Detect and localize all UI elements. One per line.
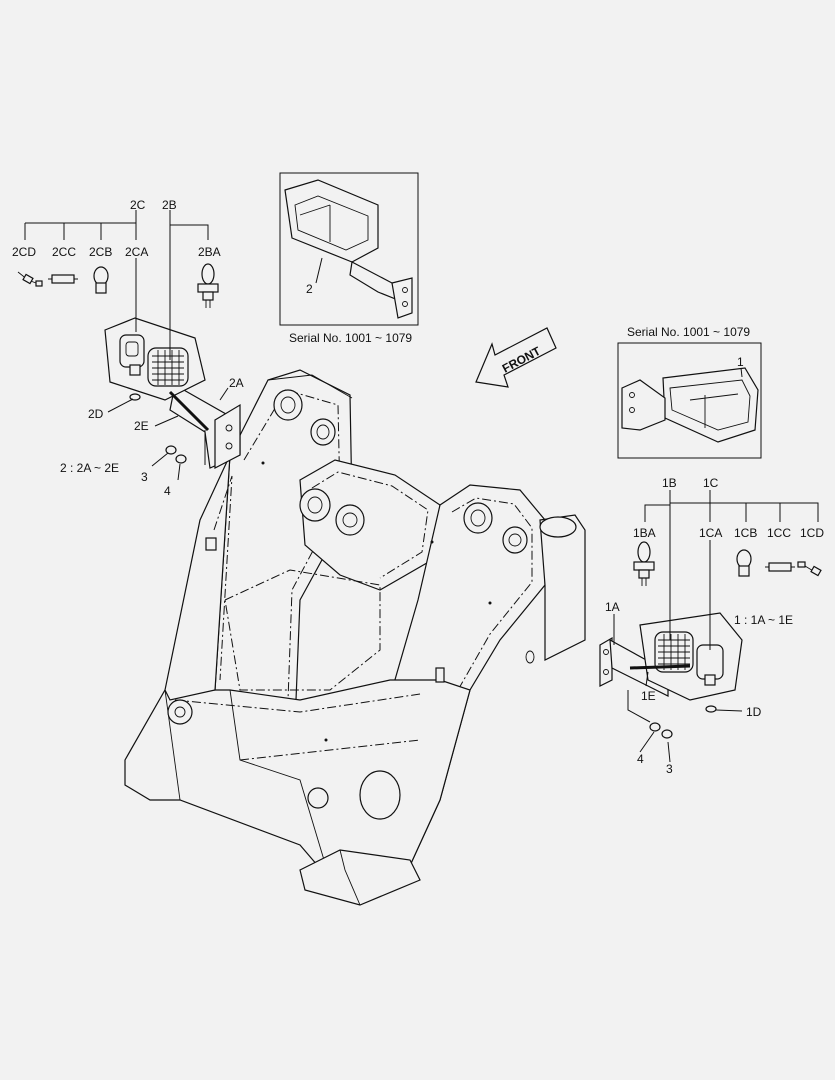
- callout-2cc: 2CC: [52, 245, 76, 259]
- callout-1c: 1C: [703, 476, 719, 490]
- right-group-note: 1 : 1A ~ 1E: [734, 613, 793, 627]
- serial-note-right: Serial No. 1001 ~ 1079: [627, 325, 750, 339]
- callout-2-inset: 2: [306, 282, 313, 296]
- left-leader-lines: [24, 210, 229, 481]
- left-work-lamp-assembly: [104, 317, 241, 469]
- callout-4-left: 4: [164, 484, 171, 498]
- callout-4-right: 4: [637, 752, 644, 766]
- left-bulb-kit: [17, 263, 219, 308]
- callout-1cd: 1CD: [800, 526, 824, 540]
- callout-2cd: 2CD: [12, 245, 36, 259]
- callout-1cc: 1CC: [767, 526, 791, 540]
- festoon-bulb-1cc-icon: [765, 562, 795, 572]
- callout-2ca: 2CA: [125, 245, 148, 259]
- connector-2cd-icon: [17, 271, 43, 287]
- callout-2c: 2C: [130, 198, 146, 212]
- front-direction-arrow: FRONT: [475, 327, 557, 388]
- callout-1-inset: 1: [737, 355, 744, 369]
- callout-2b: 2B: [162, 198, 177, 212]
- right-work-lamp-assembly: [599, 612, 743, 739]
- callout-2e: 2E: [134, 419, 149, 433]
- callout-1a: 1A: [605, 600, 620, 614]
- right-leader-lines: [613, 490, 819, 763]
- right-bulb-kit: [633, 541, 822, 586]
- callout-2ba: 2BA: [198, 245, 221, 259]
- halogen-bulb-1ba-icon: [633, 541, 655, 586]
- callout-2cb: 2CB: [89, 245, 112, 259]
- bulb-1ca-icon: [736, 549, 752, 577]
- callout-1e: 1E: [641, 689, 656, 703]
- inset-serial-top: [279, 172, 419, 326]
- bulb-2cb-icon: [93, 266, 109, 294]
- callout-1ba: 1BA: [633, 526, 656, 540]
- callout-2a: 2A: [229, 376, 244, 390]
- callout-1d: 1D: [746, 705, 762, 719]
- callout-1b: 1B: [662, 476, 677, 490]
- left-group-note: 2 : 2A ~ 2E: [60, 461, 119, 475]
- loader-front-frame: [124, 369, 586, 906]
- festoon-bulb-2cc-icon: [48, 274, 78, 284]
- serial-note-top: Serial No. 1001 ~ 1079: [289, 331, 412, 345]
- callout-3-right: 3: [666, 762, 673, 776]
- inset-serial-right: [617, 342, 762, 459]
- callout-labels: 2C 2B 2CD 2CC 2CB 2CA 2BA 2A 2D 2E 3 4 2…: [12, 198, 824, 776]
- connector-1cd-icon: [797, 561, 822, 577]
- callout-2d: 2D: [88, 407, 104, 421]
- callout-1cb: 1CB: [734, 526, 757, 540]
- halogen-bulb-2ba-icon: [197, 263, 219, 308]
- callout-3-left: 3: [141, 470, 148, 484]
- callout-1ca: 1CA: [699, 526, 722, 540]
